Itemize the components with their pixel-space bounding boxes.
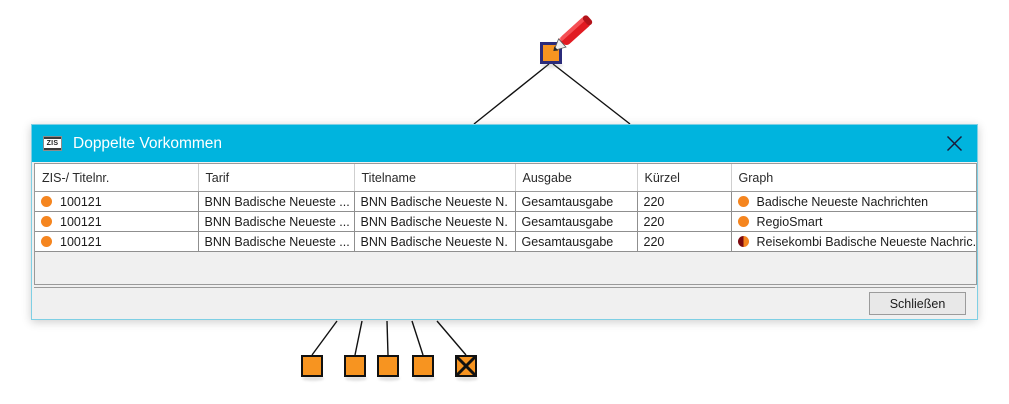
- cell-ausgabe[interactable]: Gesamtausgabe: [515, 211, 638, 232]
- node-square[interactable]: [301, 355, 323, 377]
- cell-kuerzel[interactable]: 220: [637, 191, 732, 212]
- cell-kuerzel-text: 220: [643, 194, 665, 209]
- table-header-row: ZIS-/ Titelnr. Tarif Titelname Ausgabe K…: [35, 164, 976, 192]
- status-dot-orange-icon: [737, 195, 749, 207]
- cell-ausgabe-text: Gesamtausgabe: [521, 214, 614, 229]
- table-row[interactable]: 100121 BNN Badische Neueste ... BNN Badisc…: [35, 191, 976, 212]
- graph-edge-top-left: [473, 63, 550, 125]
- cell-ausgabe-text: Gesamtausgabe: [521, 234, 614, 249]
- status-dot-orange-icon: [41, 195, 52, 207]
- cell-tarif-text: BNN Badische Neueste ...: [204, 194, 350, 209]
- status-dot-orange-icon: [737, 215, 749, 227]
- cell-graph[interactable]: Badische Neueste Nachrichten: [731, 191, 976, 212]
- table-row[interactable]: 100121 BNN Badische Neueste ... BNN Badisc…: [35, 211, 976, 232]
- dialog-titlebar: ZIS Doppelte Vorkommen: [32, 125, 977, 162]
- cell-graph-text: Badische Neueste Nachrichten: [756, 194, 929, 209]
- duplicates-table[interactable]: ZIS-/ Titelnr. Tarif Titelname Ausgabe K…: [34, 163, 977, 285]
- zis-icon-label: ZIS: [46, 140, 59, 147]
- duplicates-grid: ZIS-/ Titelnr. Tarif Titelname Ausgabe K…: [35, 164, 976, 252]
- dialog-footer: Schließen: [34, 287, 975, 319]
- table-empty-area: [35, 252, 976, 284]
- cell-graph[interactable]: RegioSmart: [731, 211, 976, 232]
- cell-zis-titelnr-text: 100121: [60, 234, 102, 249]
- table-row[interactable]: 100121 BNN Badische Neueste ... BNN Badisc…: [35, 231, 977, 252]
- node-shadow: [302, 376, 324, 381]
- cell-zis-titelnr-text: 100121: [60, 214, 102, 229]
- cell-ausgabe-text: Gesamtausgabe: [521, 194, 614, 209]
- cell-tarif-text: BNN Badische Neueste ...: [204, 214, 350, 229]
- column-header-graph[interactable]: Graph: [731, 164, 976, 192]
- cell-graph[interactable]: Reisekombi Badische Neueste Nachric...: [731, 231, 977, 252]
- cell-graph-text: RegioSmart: [756, 214, 823, 229]
- cell-tarif[interactable]: BNN Badische Neueste ...: [198, 211, 355, 232]
- status-dot-orange-icon: [41, 215, 52, 227]
- column-header-ausgabe[interactable]: Ausgabe: [515, 164, 638, 192]
- status-dot-orange-icon: [41, 235, 52, 247]
- cell-titelname[interactable]: BNN Badische Neueste N.: [354, 211, 516, 232]
- node-shadow: [413, 376, 435, 381]
- cell-titelname[interactable]: BNN Badische Neueste N.: [354, 191, 516, 212]
- cell-kuerzel[interactable]: 220: [637, 231, 732, 252]
- node-shadow: [378, 376, 400, 381]
- status-dot-half-icon: [737, 235, 749, 247]
- node-shadow: [456, 376, 478, 381]
- cell-zis-titelnr-text: 100121: [60, 194, 102, 209]
- duplicate-occurrences-dialog: ZIS Doppelte Vorkommen ZIS-/ Titelnr.: [31, 124, 978, 320]
- column-header-titelname[interactable]: Titelname: [354, 164, 516, 192]
- cell-graph-text: Reisekombi Badische Neueste Nachric...: [756, 234, 977, 249]
- cell-titelname-text: BNN Badische Neueste N.: [360, 194, 508, 209]
- cell-ausgabe[interactable]: Gesamtausgabe: [515, 231, 638, 252]
- zis-app-icon: ZIS: [43, 136, 62, 151]
- node-square[interactable]: [344, 355, 366, 377]
- graph-edge-bottom-1: [311, 320, 338, 356]
- node-square[interactable]: [412, 355, 434, 377]
- graph-edge-bottom-4: [411, 320, 424, 356]
- node-cross-icon: [455, 355, 477, 377]
- cell-ausgabe[interactable]: Gesamtausgabe: [515, 191, 638, 212]
- column-header-kuerzel[interactable]: Kürzel: [637, 164, 732, 192]
- cell-kuerzel[interactable]: 220: [637, 211, 732, 232]
- graph-edge-bottom-5: [436, 320, 467, 356]
- column-header-tarif[interactable]: Tarif: [198, 164, 355, 192]
- cell-kuerzel-text: 220: [643, 214, 665, 229]
- cell-zis-titelnr[interactable]: 100121: [35, 211, 199, 232]
- cell-kuerzel-text: 220: [643, 234, 665, 249]
- node-shadow: [541, 63, 563, 68]
- node-shadow: [345, 376, 367, 381]
- cell-titelname-text: BNN Badische Neueste N.: [360, 234, 508, 249]
- cell-tarif[interactable]: BNN Badische Neueste ...: [198, 191, 355, 212]
- cell-titelname[interactable]: BNN Badische Neueste N.: [354, 231, 516, 252]
- column-header-zis-titelnr[interactable]: ZIS-/ Titelnr.: [35, 164, 199, 192]
- close-icon[interactable]: [931, 125, 977, 162]
- node-square-selected[interactable]: [540, 42, 562, 64]
- graph-edge-top-right: [552, 63, 631, 125]
- node-square[interactable]: [377, 355, 399, 377]
- close-button[interactable]: Schließen: [869, 292, 966, 315]
- cell-titelname-text: BNN Badische Neueste N.: [360, 214, 508, 229]
- cell-tarif-text: BNN Badische Neueste ...: [204, 234, 350, 249]
- graph-edge-bottom-2: [354, 320, 363, 356]
- cell-zis-titelnr[interactable]: 100121: [35, 231, 199, 252]
- cell-zis-titelnr[interactable]: 100121: [35, 191, 199, 212]
- cell-tarif[interactable]: BNN Badische Neueste ...: [198, 231, 355, 252]
- dialog-title: Doppelte Vorkommen: [73, 134, 223, 152]
- graph-edge-bottom-3: [386, 320, 389, 356]
